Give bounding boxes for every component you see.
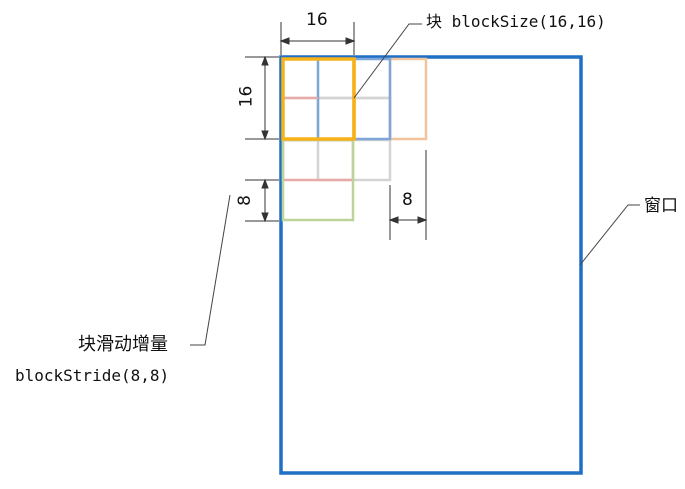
block-grid: [281, 57, 428, 222]
dim-left-16: [245, 55, 279, 141]
dim-left-16-label: 16: [236, 85, 257, 108]
dim-top-16: [279, 22, 356, 55]
window-label: 窗口: [644, 196, 678, 216]
dim-left-8-label: 8: [234, 195, 255, 206]
block-stride-code-label: blockStride(8,8): [15, 366, 170, 385]
leader-window: [579, 204, 640, 266]
leader-stride: [190, 194, 231, 346]
dim-right-8-label: 8: [402, 190, 413, 210]
block-orange: [388, 57, 428, 141]
block-size-label: 块 blockSize(16,16): [426, 12, 606, 31]
dim-top-label: 16: [306, 10, 328, 30]
window-rect: [279, 55, 583, 475]
dim-right-8: [388, 150, 428, 240]
leader-block: [353, 23, 422, 99]
dim-left-8: [245, 178, 279, 223]
block-stride-cn-label: 块滑动增量: [78, 334, 168, 355]
